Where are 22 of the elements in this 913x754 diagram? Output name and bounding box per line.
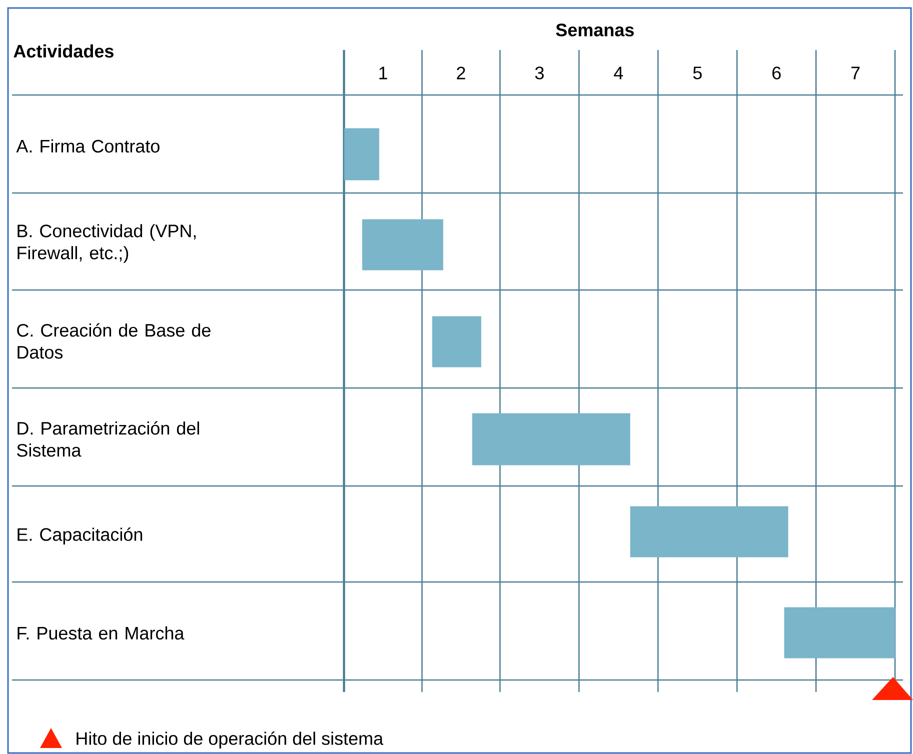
activity-label: C. Creación de Base de Datos bbox=[17, 323, 210, 359]
task-bar bbox=[472, 413, 630, 466]
week-number: 2 bbox=[456, 66, 466, 80]
week-number: 4 bbox=[614, 66, 623, 80]
task-bar bbox=[344, 128, 380, 180]
column-header: Semanas bbox=[556, 24, 634, 36]
task-bar bbox=[362, 219, 444, 270]
task-bar bbox=[432, 316, 482, 368]
legend-text: Hito de inicio de operación del sistema bbox=[76, 732, 384, 748]
activity-label: E. Capacitación bbox=[18, 528, 142, 544]
week-number: 3 bbox=[535, 66, 544, 80]
activity-label: B. Conectividad (VPN, Firewall, etc.;) bbox=[18, 224, 196, 263]
activity-label: A. Firma Contrato bbox=[16, 139, 160, 153]
week-number: 1 bbox=[379, 66, 388, 80]
activity-label: D. Parametrización del Sistema bbox=[17, 421, 200, 457]
task-bar bbox=[630, 506, 788, 558]
week-number: 5 bbox=[693, 66, 702, 80]
task-bar bbox=[784, 607, 896, 658]
week-number: 6 bbox=[772, 66, 781, 80]
column-header: Actividades bbox=[14, 44, 114, 58]
activity-label: F. Puesta en Marcha bbox=[18, 626, 184, 640]
week-number: 7 bbox=[851, 66, 860, 80]
